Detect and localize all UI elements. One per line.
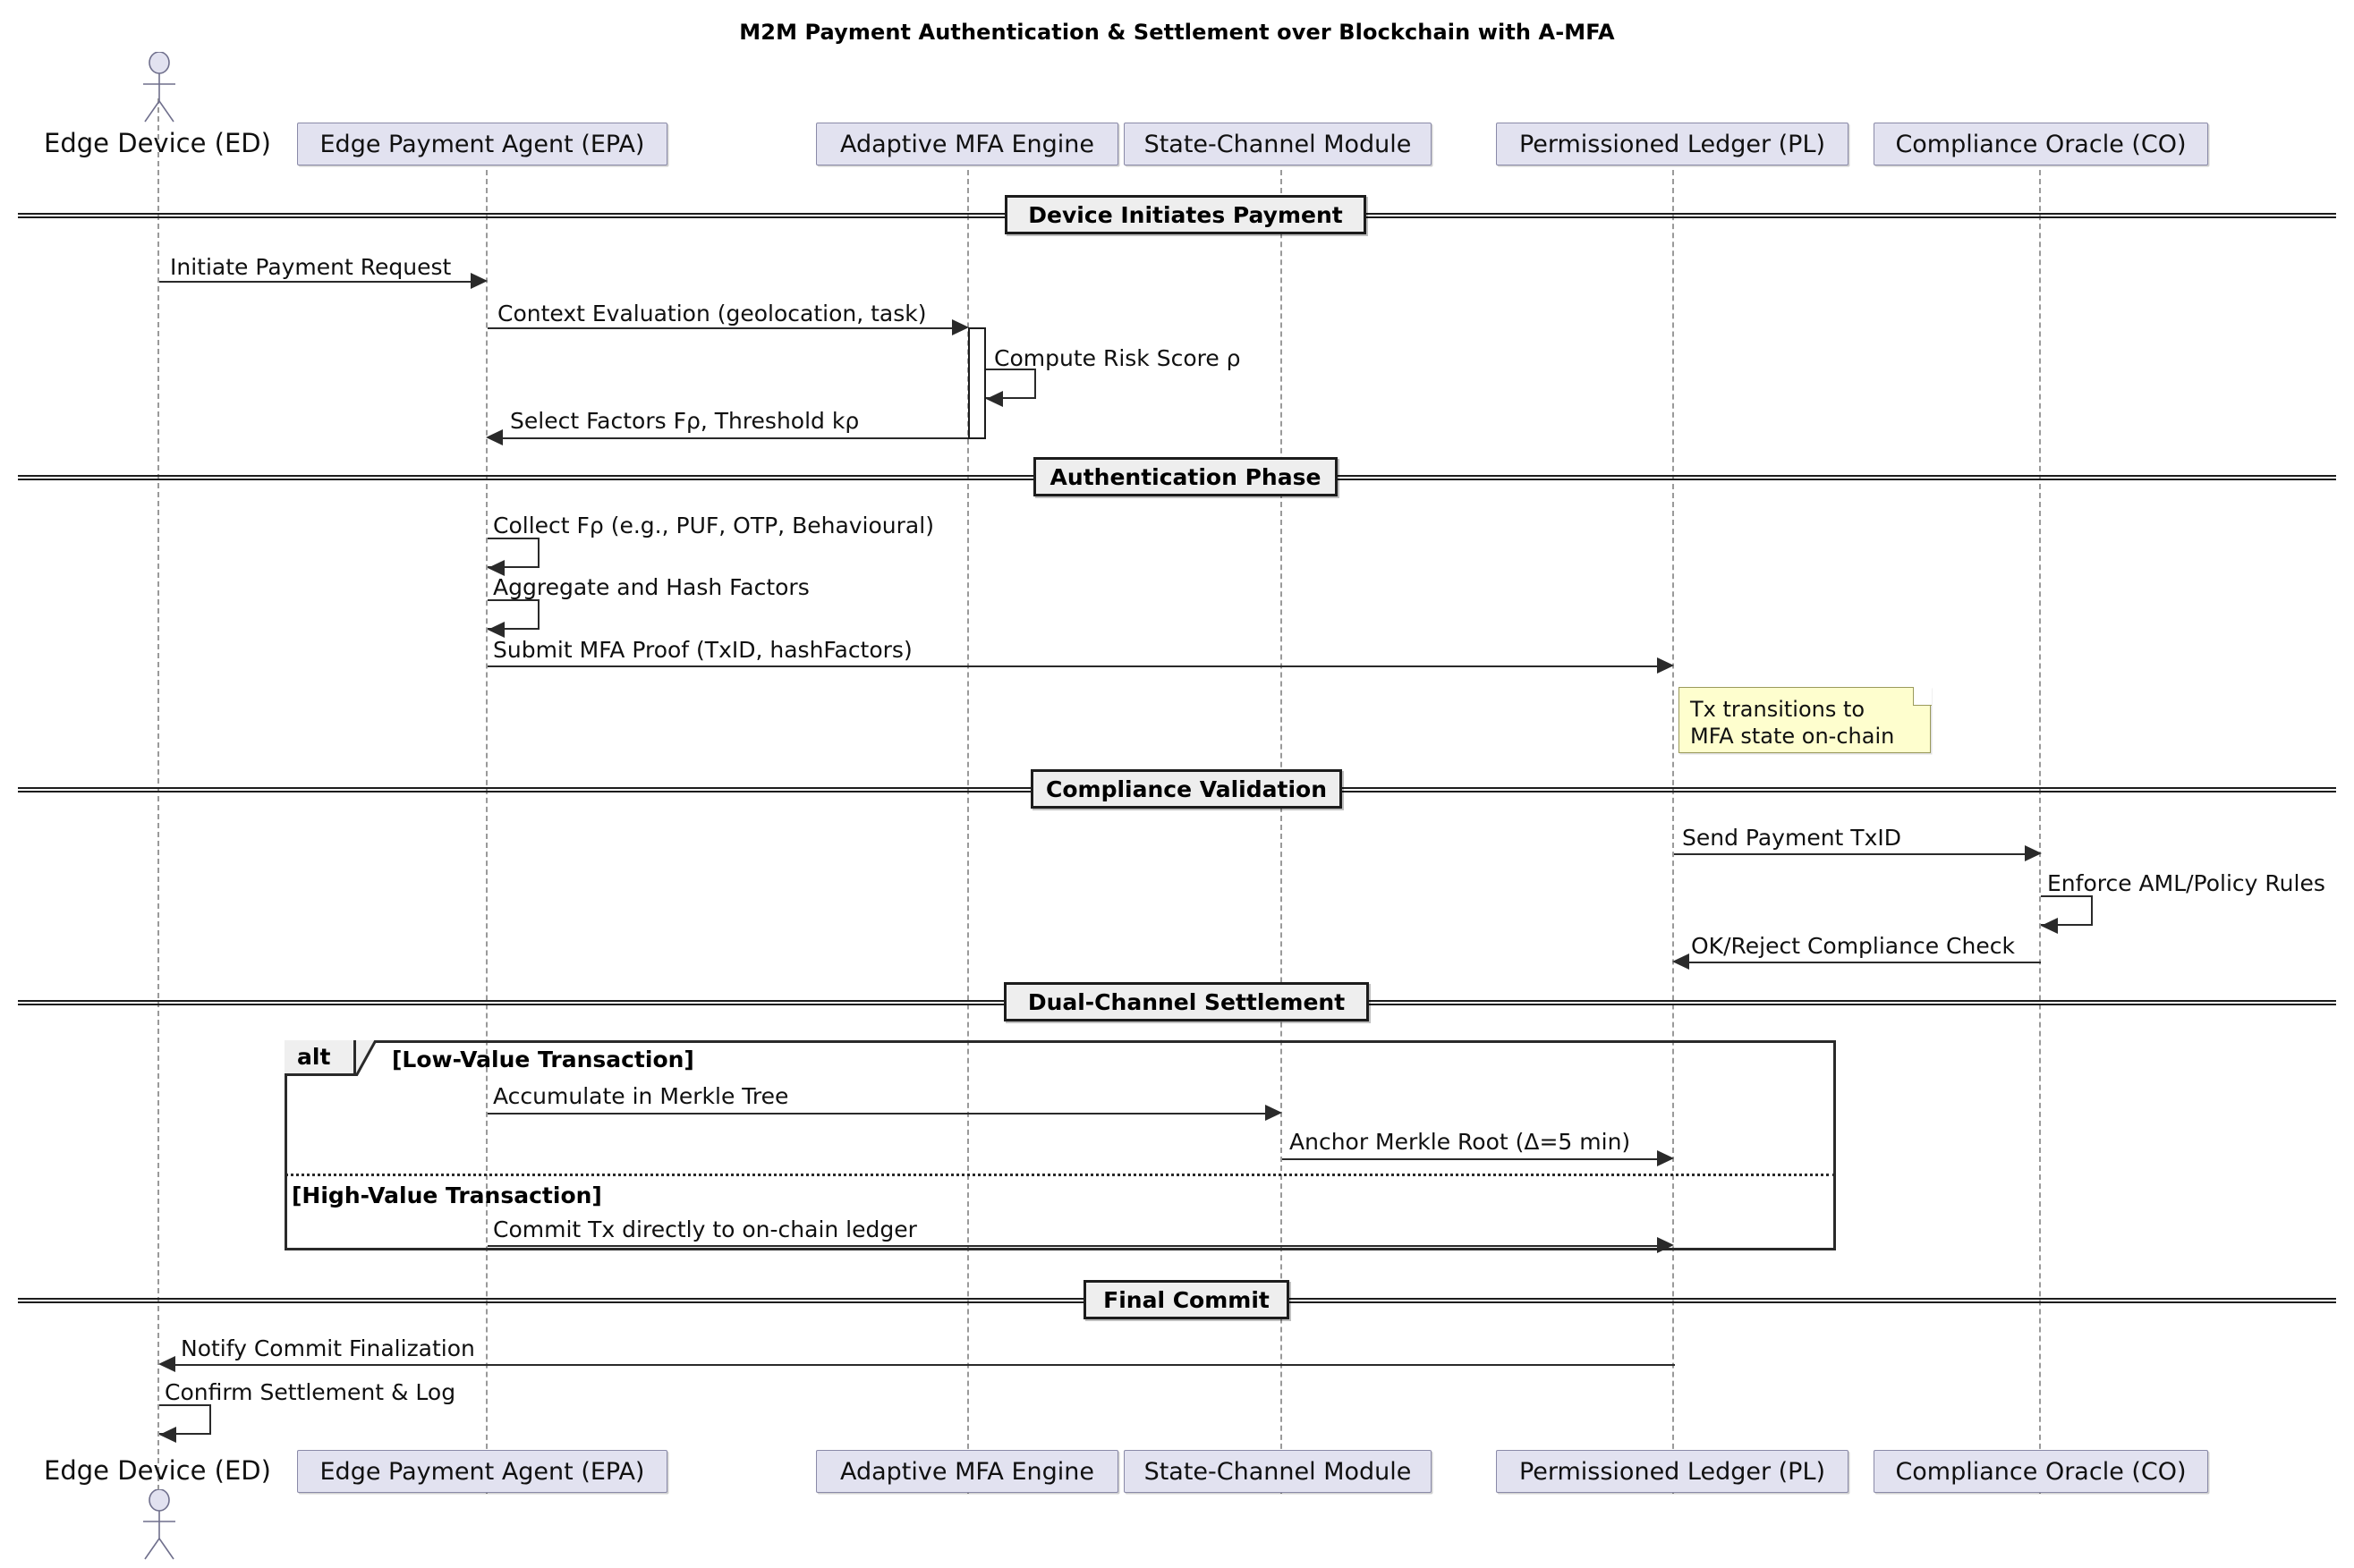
message-line-select-factors (503, 437, 968, 439)
message-line-context-evaluation (488, 327, 952, 329)
page-title: M2M Payment Authentication & Settlement … (739, 20, 1615, 45)
message-line-notify-commit-finalization (175, 1364, 1675, 1366)
message-label-submit-mfa-proof: Submit MFA Proof (TxID, hashFactors) (493, 637, 913, 663)
alt-fragment-separator (285, 1174, 1836, 1176)
message-self-collect-factors (488, 538, 540, 568)
arrow-head-context-evaluation (952, 319, 969, 335)
arrow-head-collect-factors (488, 560, 505, 576)
actor-figure-edge-device-top (143, 52, 175, 123)
message-line-accumulate-merkle-tree (488, 1113, 1265, 1115)
alt-fragment-tab-corner (356, 1040, 376, 1076)
message-line-ok-reject-compliance-check (1689, 962, 2041, 963)
lifeline-compliance-oracle (2039, 170, 2041, 1494)
arrow-head-submit-mfa-proof (1657, 657, 1674, 674)
participant-epa-bottom[interactable]: Edge Payment Agent (EPA) (297, 1450, 667, 1493)
message-label-context-evaluation: Context Evaluation (geolocation, task) (497, 301, 927, 326)
message-self-aggregate-hash-factors (488, 599, 540, 630)
participant-permissioned-ledger-top[interactable]: Permissioned Ledger (PL) (1496, 123, 1848, 165)
activation-bar-adaptive-mfa (968, 327, 986, 439)
message-line-anchor-merkle-root (1282, 1158, 1657, 1160)
note-tx-transitions: Tx transitions to MFA state on-chain (1678, 687, 1931, 753)
section-header-device-initiates-payment: Device Initiates Payment (1005, 195, 1366, 234)
message-label-send-payment-txid: Send Payment TxID (1682, 825, 1901, 851)
actor-figure-edge-device-bottom (143, 1489, 175, 1560)
note-fold-icon (1913, 687, 1932, 706)
message-self-confirm-settlement-log (159, 1404, 211, 1435)
participant-state-channel-top[interactable]: State-Channel Module (1124, 123, 1432, 165)
message-label-select-factors: Select Factors Fρ, Threshold kρ (510, 408, 860, 434)
alt-fragment-operator-tab: alt (285, 1040, 356, 1076)
arrow-head-ok-reject-compliance-check (1672, 954, 1689, 970)
lifeline-adaptive-mfa (967, 170, 969, 1494)
alt-fragment-operator-label: alt (297, 1044, 331, 1070)
participant-label-edge-device-top: Edge Device (ED) (44, 128, 271, 158)
message-label-enforce-aml-policy-rules: Enforce AML/Policy Rules (2047, 870, 2325, 896)
arrow-head-confirm-settlement-log (159, 1427, 176, 1443)
participant-permissioned-ledger-bottom[interactable]: Permissioned Ledger (PL) (1496, 1450, 1848, 1493)
message-line-commit-tx-directly (488, 1245, 1657, 1247)
lifeline-state-channel (1280, 170, 1282, 1494)
participant-compliance-oracle-top[interactable]: Compliance Oracle (CO) (1874, 123, 2208, 165)
participant-label-edge-device-bottom: Edge Device (ED) (44, 1455, 271, 1486)
section-header-compliance-validation: Compliance Validation (1031, 769, 1342, 809)
arrow-head-select-factors (486, 429, 503, 445)
message-label-collect-factors: Collect Fρ (e.g., PUF, OTP, Behavioural) (493, 513, 934, 538)
arrow-head-accumulate-merkle-tree (1265, 1105, 1282, 1121)
message-label-anchor-merkle-root: Anchor Merkle Root (Δ=5 min) (1289, 1129, 1631, 1155)
participant-adaptive-mfa-top[interactable]: Adaptive MFA Engine (816, 123, 1118, 165)
arrow-head-notify-commit-finalization (158, 1356, 175, 1372)
message-label-ok-reject-compliance-check: OK/Reject Compliance Check (1691, 933, 2015, 959)
lifeline-edge-device (157, 98, 159, 1499)
participant-epa-top[interactable]: Edge Payment Agent (EPA) (297, 123, 667, 165)
message-label-aggregate-hash-factors: Aggregate and Hash Factors (493, 574, 810, 600)
participant-state-channel-bottom[interactable]: State-Channel Module (1124, 1450, 1432, 1493)
message-label-commit-tx-directly: Commit Tx directly to on-chain ledger (493, 1216, 917, 1242)
arrow-head-anchor-merkle-root (1657, 1150, 1674, 1166)
message-label-confirm-settlement-log: Confirm Settlement & Log (165, 1379, 456, 1405)
section-header-final-commit: Final Commit (1084, 1280, 1289, 1319)
alt-fragment (285, 1040, 1836, 1250)
arrow-head-compute-risk-score (986, 391, 1003, 407)
message-label-notify-commit-finalization: Notify Commit Finalization (181, 1335, 475, 1361)
arrow-head-aggregate-hash-factors (488, 622, 505, 638)
arrow-head-commit-tx-directly (1657, 1237, 1674, 1253)
participant-adaptive-mfa-bottom[interactable]: Adaptive MFA Engine (816, 1450, 1118, 1493)
message-line-initiate-payment-request (159, 281, 471, 283)
message-label-initiate-payment-request: Initiate Payment Request (170, 254, 452, 280)
section-header-dual-channel-settlement: Dual-Channel Settlement (1004, 982, 1369, 1021)
section-header-authentication-phase: Authentication Phase (1033, 457, 1338, 496)
message-line-send-payment-txid (1674, 853, 2025, 855)
message-label-accumulate-merkle-tree: Accumulate in Merkle Tree (493, 1083, 789, 1109)
message-self-enforce-aml-policy-rules (2041, 895, 2093, 926)
lifeline-permissioned-ledger (1672, 170, 1674, 1494)
alt-branch-guard-low-value: [Low-Value Transaction] (392, 1047, 694, 1072)
message-label-compute-risk-score: Compute Risk Score ρ (994, 345, 1241, 371)
message-line-submit-mfa-proof (488, 665, 1657, 667)
alt-branch-guard-high-value: [High-Value Transaction] (292, 1182, 602, 1208)
arrow-head-enforce-aml-policy-rules (2041, 918, 2058, 934)
lifeline-epa (486, 170, 488, 1494)
message-self-compute-risk-score (986, 369, 1036, 399)
arrow-head-initiate-payment-request (471, 273, 488, 289)
arrow-head-send-payment-txid (2025, 845, 2042, 861)
participant-compliance-oracle-bottom[interactable]: Compliance Oracle (CO) (1874, 1450, 2208, 1493)
